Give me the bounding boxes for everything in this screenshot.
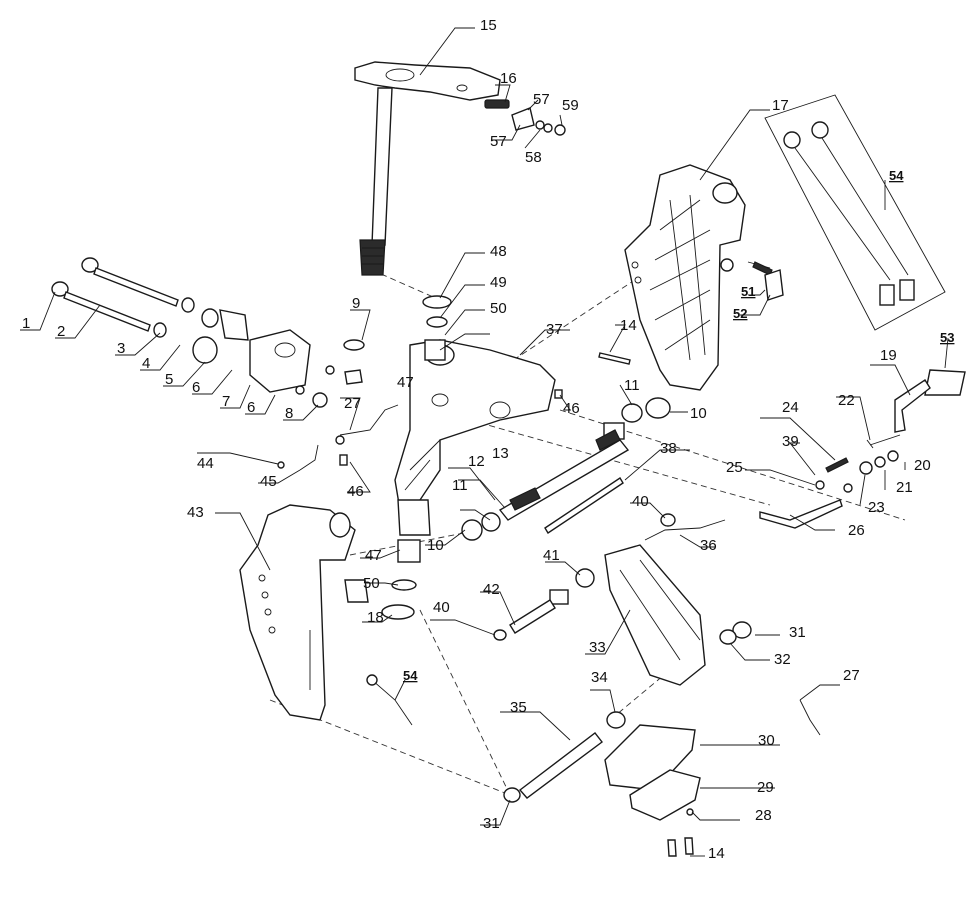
tilt-handle-19-53	[869, 369, 966, 446]
clamp-bolts-1-8	[51, 257, 363, 408]
hardware-16-57-58-59	[484, 99, 566, 136]
callout-11: 11	[624, 377, 640, 394]
callout-43: 43	[187, 504, 204, 521]
callout-40: 40	[632, 493, 649, 510]
callout-8: 8	[285, 405, 293, 422]
cable-part-27	[339, 404, 399, 436]
callout-31: 31	[483, 815, 500, 832]
callout-26: 26	[848, 522, 865, 539]
callout-29: 29	[757, 779, 774, 796]
callout-44: 44	[197, 455, 214, 472]
callout-21: 21	[896, 479, 913, 496]
callout-46: 46	[347, 483, 364, 500]
callout-23: 23	[868, 499, 885, 516]
clamp-bracket-part-43	[239, 504, 369, 721]
bolt-part-14	[598, 352, 631, 365]
rod-part-38	[544, 477, 624, 534]
ground-wire-part-54	[764, 94, 946, 331]
callout-16: 16	[500, 70, 517, 87]
callout-52: 52	[733, 306, 747, 321]
alignment-lines	[269, 269, 906, 796]
callout-5: 5	[165, 371, 173, 388]
callout-53: 53	[940, 330, 954, 345]
hardware-20-25	[759, 439, 899, 529]
callout-31: 31	[789, 624, 806, 641]
callout-32: 32	[774, 651, 791, 668]
callout-17: 17	[772, 97, 789, 114]
callout-50: 50	[363, 575, 380, 592]
callout-25: 25	[726, 459, 743, 476]
bushings-47-50	[381, 295, 452, 620]
callout-14: 14	[708, 845, 725, 862]
callout-54: 54	[403, 668, 418, 683]
callout-6: 6	[192, 379, 200, 396]
callout-58: 58	[525, 149, 542, 166]
cable-part-27-lower	[799, 699, 821, 736]
callout-3: 3	[117, 340, 125, 357]
callout-57: 57	[490, 133, 507, 150]
callout-42: 42	[483, 581, 500, 598]
callout-50: 50	[490, 300, 507, 317]
callout-27: 27	[843, 667, 860, 684]
callout-38: 38	[660, 440, 677, 457]
callout-10: 10	[427, 537, 444, 554]
callout-15: 15	[480, 17, 497, 34]
callout-20: 20	[914, 457, 931, 474]
power-tilt-unit-33-36	[604, 519, 726, 686]
steering-arm-part-15	[354, 61, 501, 276]
callout-6: 6	[247, 399, 255, 416]
callout-36: 36	[700, 537, 717, 554]
callout-13: 13	[492, 445, 509, 462]
callout-2: 2	[57, 323, 65, 340]
callout-39: 39	[782, 433, 799, 450]
callout-51: 51	[741, 284, 755, 299]
ring-part-9	[343, 339, 365, 351]
spring-latch-51-52	[747, 261, 784, 301]
callout-12: 12	[468, 453, 485, 470]
callout-11: 11	[452, 477, 468, 494]
pins-40-41-42	[493, 513, 676, 641]
callout-49: 49	[490, 274, 507, 291]
cable-part-45	[299, 444, 319, 471]
callout-33: 33	[589, 639, 606, 656]
callout-48: 48	[490, 243, 507, 260]
callout-37: 37	[546, 321, 563, 338]
nut-washer-31-32	[503, 621, 752, 803]
callout-34: 34	[591, 669, 608, 686]
callout-27: 27	[344, 395, 361, 412]
callout-10: 10	[690, 405, 707, 422]
tube-34-35	[518, 711, 626, 799]
tilt-tube-12-13	[498, 429, 630, 521]
callout-18: 18	[367, 609, 384, 626]
callout-54: 54	[889, 168, 904, 183]
clamp-bracket-part-17	[624, 164, 746, 391]
callout-59: 59	[562, 97, 579, 114]
callout-19: 19	[880, 347, 897, 364]
callout-22: 22	[838, 392, 855, 409]
callout-45: 45	[260, 473, 277, 490]
callout-47: 47	[365, 547, 382, 564]
callout-47: 47	[397, 374, 414, 391]
ground-bolt-part-54	[371, 679, 413, 726]
bracket-block-28-30	[604, 724, 701, 857]
callout-46: 46	[563, 400, 580, 417]
callout-57: 57	[533, 91, 550, 108]
callout-4: 4	[142, 355, 150, 372]
callout-9: 9	[352, 295, 360, 312]
callout-1: 1	[22, 315, 30, 332]
callout-14: 14	[620, 317, 637, 334]
callout-28: 28	[755, 807, 772, 824]
callout-41: 41	[543, 547, 560, 564]
callout-7: 7	[222, 393, 230, 410]
callout-24: 24	[782, 399, 799, 416]
callout-30: 30	[758, 732, 775, 749]
callout-35: 35	[510, 699, 527, 716]
callout-40: 40	[433, 599, 450, 616]
leader-lines	[20, 27, 949, 857]
